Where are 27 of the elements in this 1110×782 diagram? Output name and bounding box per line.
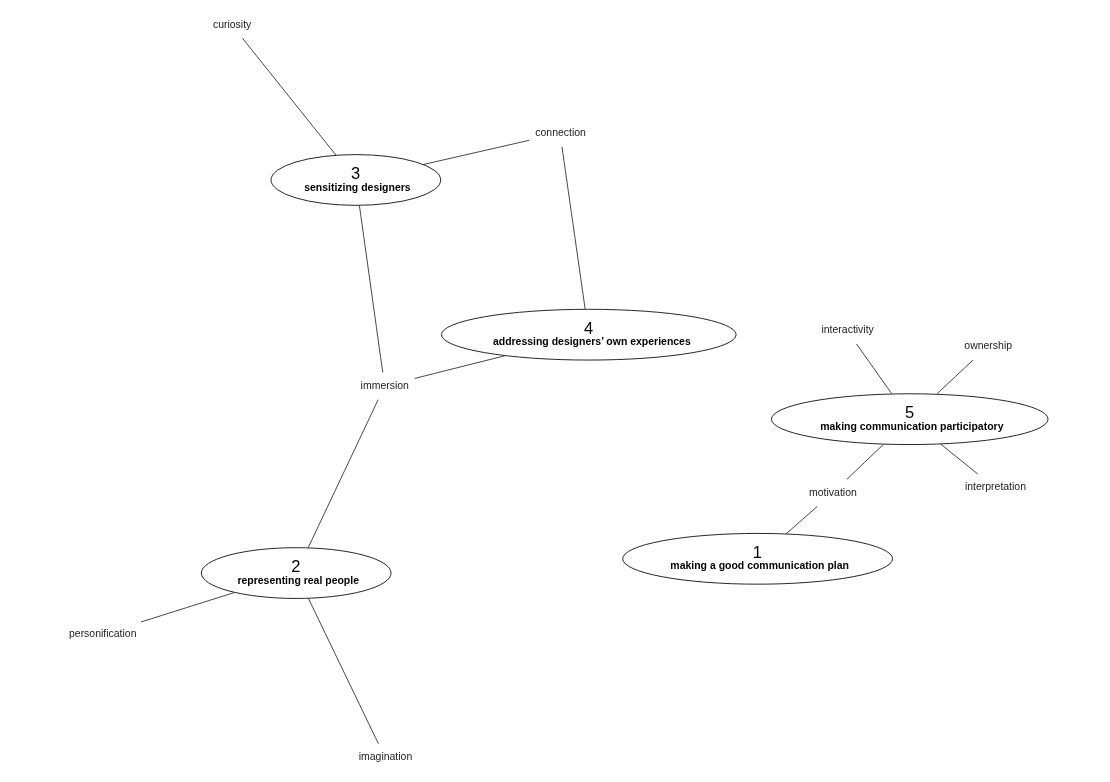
node-text: motivation [808, 486, 857, 498]
node-text: ownership [963, 340, 1012, 352]
node-text: immersion [360, 379, 409, 391]
connector [307, 597, 379, 745]
connector [358, 205, 383, 373]
connector [939, 443, 978, 475]
connector [785, 505, 818, 535]
node-ellipse: 4 addressing designers’ own experiences [440, 308, 737, 361]
connector [140, 592, 235, 623]
connector [855, 343, 892, 395]
node-text: personification [68, 628, 136, 640]
node-text: connection [534, 127, 586, 139]
connector [422, 139, 530, 165]
node-text: interpretation [964, 481, 1026, 493]
node-ellipse: 2 representing real people [200, 547, 392, 599]
connector [241, 37, 336, 156]
node-ellipse: 5 making communication participatory [770, 393, 1049, 446]
node-text: interactivity [820, 324, 874, 336]
connector [845, 443, 884, 480]
connector [307, 399, 379, 549]
node-ellipse: 3 sensitizing designers [270, 154, 441, 206]
connector [561, 146, 586, 310]
node-text: imagination [358, 751, 412, 763]
node-ellipse: 1 making a good communication plan [621, 532, 893, 585]
connector [413, 355, 506, 379]
node-text: curiosity [212, 18, 251, 30]
connector [935, 359, 973, 395]
